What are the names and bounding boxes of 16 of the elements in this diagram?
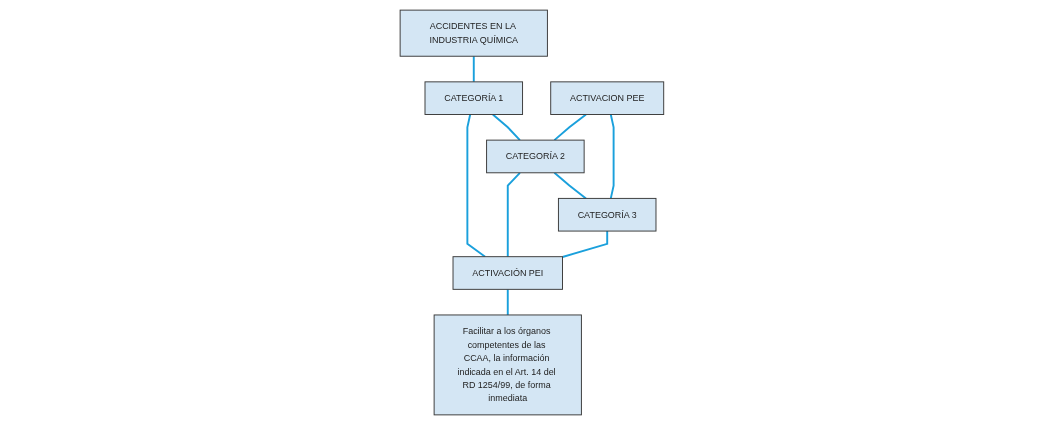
node-box: CATEGORÍA 2	[486, 139, 585, 174]
node-box: CATEGORÍA 1	[424, 81, 524, 115]
node-box: ACTIVACIÓN PEI	[452, 256, 564, 290]
connector	[561, 230, 609, 258]
connector	[553, 113, 588, 142]
connector	[466, 113, 487, 258]
connector	[506, 171, 521, 258]
connector	[472, 55, 475, 83]
connector	[506, 288, 509, 316]
node-box: ACCIDENTES EN LA INDUSTRIA QUÍMICA	[399, 9, 548, 57]
node-box: Facilitar a los órganos competentes de las CCAA, la información indicada en el Art. 14 del RD 1254/99, de forma inmediata	[433, 314, 582, 416]
node-box: CATEGORÍA 3	[558, 197, 657, 232]
node-box: ACTIVACION PEE	[550, 81, 665, 115]
connector	[553, 171, 588, 200]
connector	[609, 113, 615, 200]
connector	[491, 113, 521, 142]
